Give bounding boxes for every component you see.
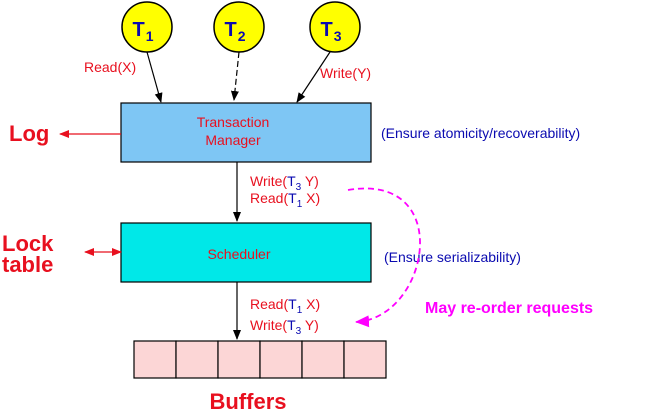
arrow-t2-to-tm: [230, 51, 240, 101]
svg-text:Transaction: Transaction: [197, 114, 270, 130]
lock-table-label-line2: table: [2, 252, 53, 277]
svg-text:T1: T1: [132, 19, 153, 44]
scheduler-note: (Ensure serializability): [384, 249, 521, 265]
svg-text:T2: T2: [224, 19, 245, 44]
svg-text:Manager: Manager: [205, 132, 261, 148]
tm-note: (Ensure atomicity/recoverability): [381, 125, 580, 141]
transaction-manager-box: Transaction Manager: [120, 102, 372, 163]
svg-text:Scheduler: Scheduler: [207, 246, 270, 262]
lock-table-label-line1: Lock: [2, 231, 54, 256]
buffer-cell: [175, 340, 219, 379]
transaction-node-t1: T1: [121, 1, 173, 53]
op-bottom-read-t1-x: Read(T1 X): [250, 296, 320, 316]
arrow-t3-to-tm: [296, 51, 331, 103]
op-write-y-label: Write(Y): [320, 65, 371, 81]
op-mid-read-t1-x: Read(T1 X): [250, 190, 320, 210]
buffer-cell: [133, 340, 177, 379]
svg-text:T3: T3: [320, 19, 341, 44]
buffer-cell: [343, 340, 387, 379]
buffer-cell: [301, 340, 345, 379]
buffer-cell: [259, 340, 303, 379]
scheduler-box: Scheduler: [120, 222, 372, 283]
buffer-array: [133, 340, 387, 379]
reorder-curve-arrow: [347, 187, 421, 328]
op-bottom-write-t3-y: Write(T3 Y): [250, 317, 319, 337]
op-mid-write-t3-y: Write(T3 Y): [250, 173, 319, 193]
op-read-x-label: Read(X): [84, 59, 136, 75]
buffer-cell: [217, 340, 261, 379]
reorder-note: May re-order requests: [425, 300, 593, 317]
log-label: Log: [9, 121, 49, 146]
buffers-label: Buffers: [209, 389, 286, 410]
transaction-node-t2: T2: [213, 1, 265, 53]
transaction-node-t3: T3: [309, 1, 361, 53]
arrow-t1-to-tm: [146, 51, 163, 103]
